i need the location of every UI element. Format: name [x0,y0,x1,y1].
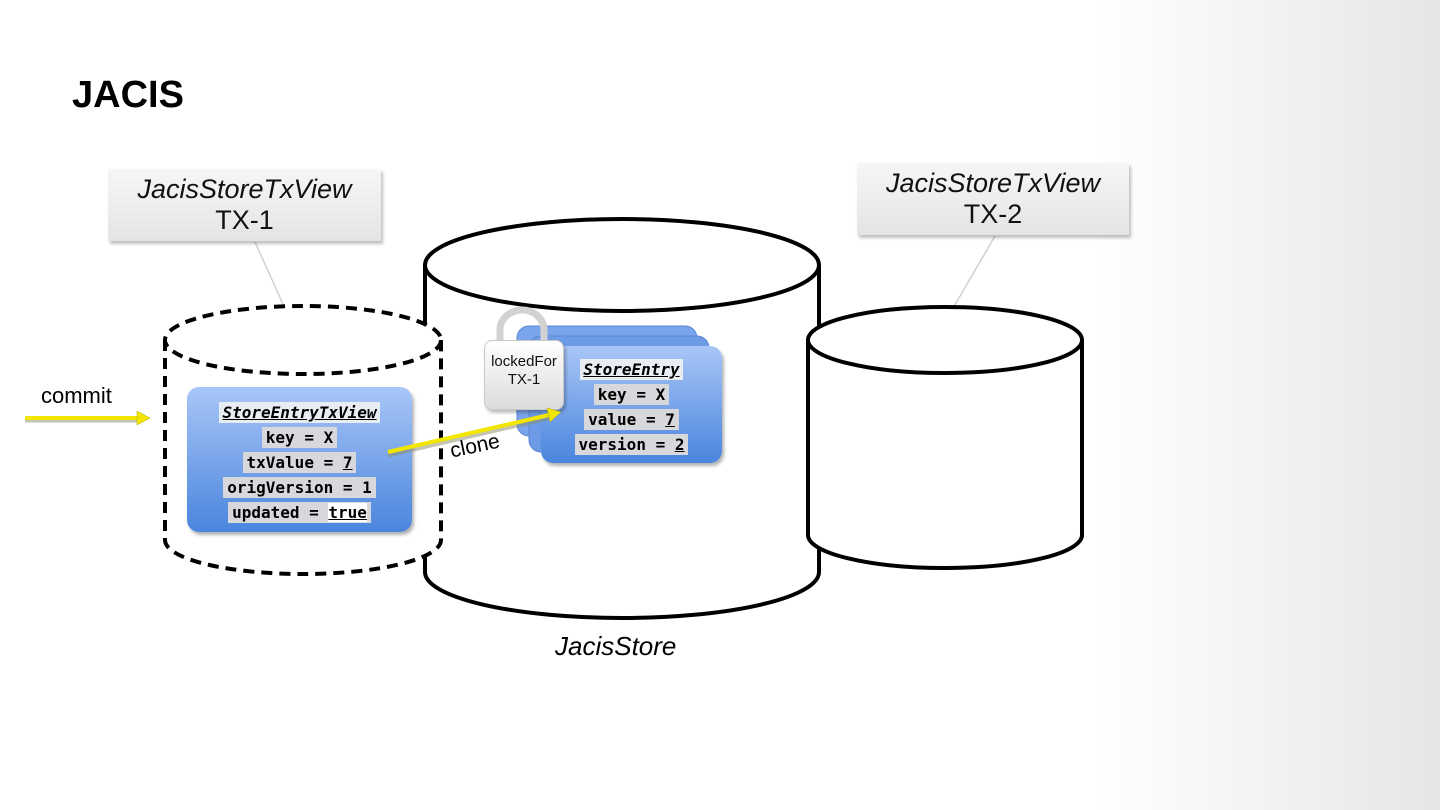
store-entry-version-label: version = [578,435,675,454]
commit-label: commit [41,383,112,408]
tx-entry-updated-label: updated = [232,503,329,522]
store-entry-tx-view-card: StoreEntryTxView key = X txValue = 7 ori… [187,387,412,532]
tx2-callout: JacisStoreTxView TX-2 [857,163,1129,235]
store-entry-value-row: value = 7 [541,409,722,430]
tx1-callout: JacisStoreTxView TX-1 [108,169,381,241]
tx-entry-key-label: key = [265,428,324,447]
lock-icon: lockedFor TX-1 [484,340,564,410]
tx-entry-txvalue-value: 7 [342,453,353,472]
tx-entry-updated-row: updated = true [187,502,412,523]
lock-label-line1: lockedFor [491,353,557,370]
store-entry-header: StoreEntry [580,359,683,380]
tx2-cylinder [806,305,1084,570]
lock-shackle [496,306,548,345]
tx2-callout-title: JacisStoreTxView [885,168,1101,198]
tx-entry-header: StoreEntryTxView [219,402,380,423]
store-entry-value-value: 7 [665,410,675,429]
tx-entry-txvalue-label: txValue = [246,453,343,472]
tx2-callout-label: TX-2 [963,199,1023,229]
tx-entry-updated-value: true [328,503,367,522]
store-entry-value-label: value = [588,410,666,429]
store-entry-key-label: key = [597,385,656,404]
tx1-callout-label: TX-1 [215,205,274,235]
slide-title: JACIS [72,74,184,116]
lock-label-line2: TX-1 [507,371,541,388]
tx-entry-key-row: key = X [187,427,412,448]
store-entry-version-value: 2 [674,435,685,454]
store-entry-key-value: X [655,385,666,404]
tx-entry-key-value: X [323,428,334,447]
store-entry-version-row: version = 2 [541,434,722,455]
store-entry-key-row: key = X [541,384,722,405]
store-entry-card: StoreEntry key = X value = 7 version = 2 [541,346,722,463]
store-label: JacisStore [555,631,677,661]
tx-entry-origversion-row: origVersion = 1 [187,477,412,498]
tx-entry-origversion-label: origVersion = [227,478,363,497]
tx-entry-txvalue-row: txValue = 7 [187,452,412,473]
tx-entry-origversion-value: 1 [362,478,372,497]
tx1-callout-title: JacisStoreTxView [137,174,352,204]
